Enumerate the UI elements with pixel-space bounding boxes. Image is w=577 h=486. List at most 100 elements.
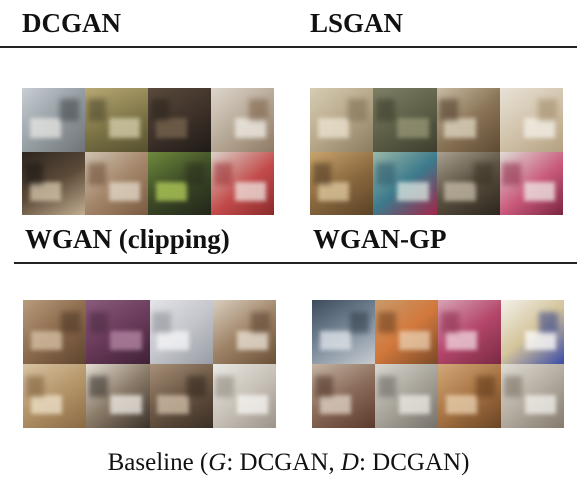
sample-shadow [25,375,45,398]
sample-shadow [87,162,107,185]
sample-shadow [185,162,205,185]
generated-sample-image [212,364,276,428]
sample-highlight [319,330,352,350]
generated-sample-image [211,88,274,152]
sample-shadow [250,311,270,334]
figure-caption: Baseline (G: DCGAN, D: DCGAN) [0,448,577,478]
sample-highlight [108,118,141,138]
sample-highlight [157,394,189,414]
sample-shadow [349,311,369,334]
sample-highlight [236,330,269,350]
sample-shadow [375,162,395,185]
generated-sample-image [149,300,213,364]
sample-shadow [439,99,458,121]
sample-shadow [88,311,108,334]
sample-shadow [312,162,332,185]
caption-d-value: : DCGAN) [358,449,470,476]
sample-highlight [397,118,429,138]
sample-shadow [440,311,460,334]
generated-sample-image [23,300,87,364]
generated-sample-image [438,300,501,364]
sample-highlight [110,394,142,414]
generated-sample-image [499,151,563,215]
sample-highlight [234,118,267,138]
sample-shadow [152,311,171,334]
sample-shadow [213,162,233,185]
sample-grid-wgan-clipping [23,300,276,428]
sample-grid-dcgan [22,88,274,215]
sample-shadow [377,311,397,334]
sample-shadow [314,375,334,398]
sample-highlight [29,118,62,138]
generated-sample-image [373,88,437,152]
sample-shadow [475,375,495,398]
generated-sample-image [375,300,438,364]
sample-highlight [524,394,557,414]
generated-sample-image [310,88,374,152]
sample-shadow [502,162,522,185]
generated-sample-image [85,151,148,215]
generated-sample-image [148,88,211,152]
sample-highlight [155,181,188,202]
generated-sample-image [211,151,274,215]
sample-shadow [88,375,108,398]
sample-shadow [24,162,44,185]
sample-shadow [347,99,367,121]
sample-grid-wgan-gp [312,300,564,428]
sample-highlight [444,118,476,138]
generated-sample-image [499,88,563,152]
sample-highlight [157,330,189,350]
sample-shadow [375,99,395,121]
sample-shadow [60,311,80,334]
generated-sample-image [85,88,148,152]
panel-title-lsgan: LSGAN [310,8,404,38]
sample-highlight [397,181,429,202]
sample-shadow [59,99,79,121]
generated-sample-image [86,300,150,364]
middle-rule [14,262,577,264]
generated-sample-image [375,364,438,428]
generated-sample-image [436,151,500,215]
sample-shadow [538,311,558,334]
panel-title-wgan-gp: WGAN-GP [313,224,447,254]
generated-sample-image [312,300,375,364]
caption-d-symbol: D [340,449,359,476]
panel-title-wgan-clipping: WGAN (clipping) [25,224,230,254]
sample-highlight [523,118,556,138]
generated-sample-image [22,88,85,152]
sample-highlight [444,181,476,202]
caption-prefix: Baseline ( [107,449,209,476]
generated-sample-image [310,151,374,215]
generated-sample-image [501,300,564,364]
caption-g-symbol: G [208,449,227,476]
generated-sample-image [148,151,211,215]
generated-sample-image [86,364,150,428]
generated-sample-image [373,151,437,215]
sample-highlight [155,118,188,138]
sample-shadow [248,99,268,121]
sample-shadow [503,375,523,398]
generated-sample-image [436,88,500,152]
sample-highlight [110,330,142,350]
sample-highlight [29,181,62,202]
sample-shadow [474,162,494,185]
sample-shadow [377,375,397,398]
sample-shadow [187,375,207,398]
sample-highlight [524,330,557,350]
sample-highlight [234,181,267,202]
sample-highlight [30,330,63,350]
sample-highlight [445,330,478,350]
sample-grid-lsgan [310,88,563,215]
generated-sample-image [438,364,501,428]
sample-highlight [319,394,352,414]
sample-highlight [30,394,63,414]
sample-highlight [108,181,141,202]
generated-sample-image [22,151,85,215]
sample-highlight [398,394,431,414]
sample-highlight [523,181,556,202]
sample-highlight [236,394,269,414]
generated-sample-image [312,364,375,428]
generated-sample-image [501,364,564,428]
sample-shadow [215,375,235,398]
sample-shadow [150,99,170,121]
